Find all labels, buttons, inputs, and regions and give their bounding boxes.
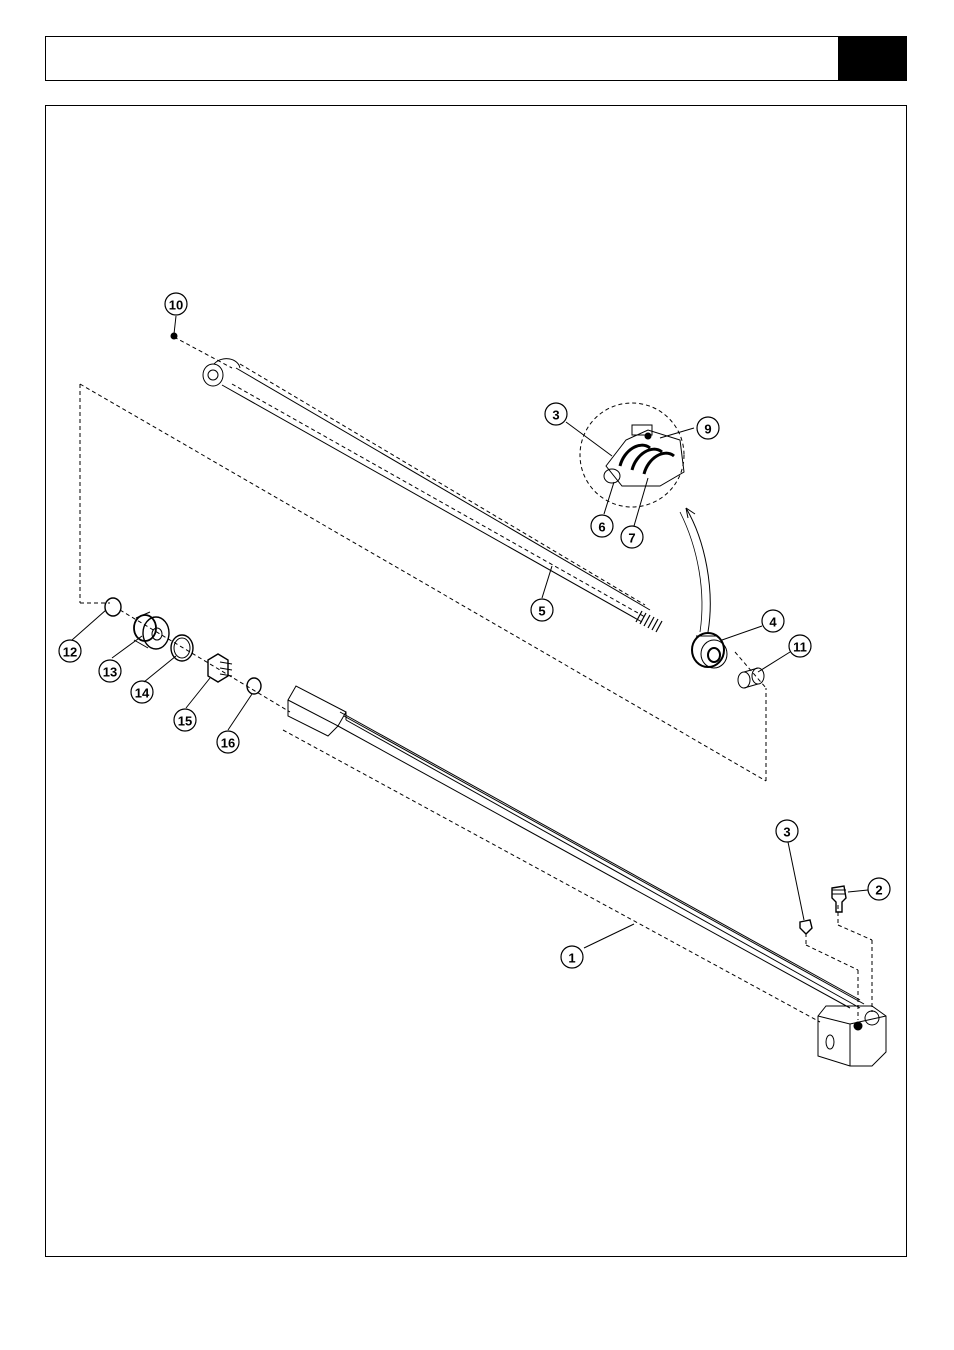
o-ring-part-12: [105, 598, 121, 616]
callout-label-10: 10: [169, 298, 183, 313]
callout-label-1: 1: [568, 951, 575, 966]
o-ring-part-16: [247, 678, 261, 694]
callout-label-15: 15: [178, 714, 192, 729]
callout-label-16: 16: [221, 736, 235, 751]
callout-label-5: 5: [538, 604, 545, 619]
callout-label-8: 3: [552, 408, 559, 423]
grease-nipple-part-3: [800, 920, 812, 934]
callout-leaders: [72, 316, 868, 948]
callout-label-4: 4: [769, 615, 777, 630]
nut-part-15: [208, 654, 232, 682]
hydraulic-fitting-part-2: [832, 886, 846, 912]
detail-arrow: [686, 508, 710, 632]
cylinder-head-part-13: [134, 612, 169, 649]
piston-rod-part-5: [203, 359, 662, 632]
callout-label-7: 7: [628, 531, 635, 546]
callout-label-11: 11: [793, 640, 807, 655]
callout-label-9: 9: [704, 422, 711, 437]
piston-part-4: [692, 633, 727, 668]
callout-label-13: 13: [103, 665, 117, 680]
callout-label-3: 3: [783, 825, 790, 840]
assembly-lines: [80, 337, 872, 1022]
callout-label-2: 2: [875, 883, 882, 898]
callout-label-6: 6: [598, 520, 605, 535]
callout-label-14: 14: [135, 686, 150, 701]
callouts: [59, 293, 890, 968]
callout-label-12: 12: [63, 645, 77, 660]
